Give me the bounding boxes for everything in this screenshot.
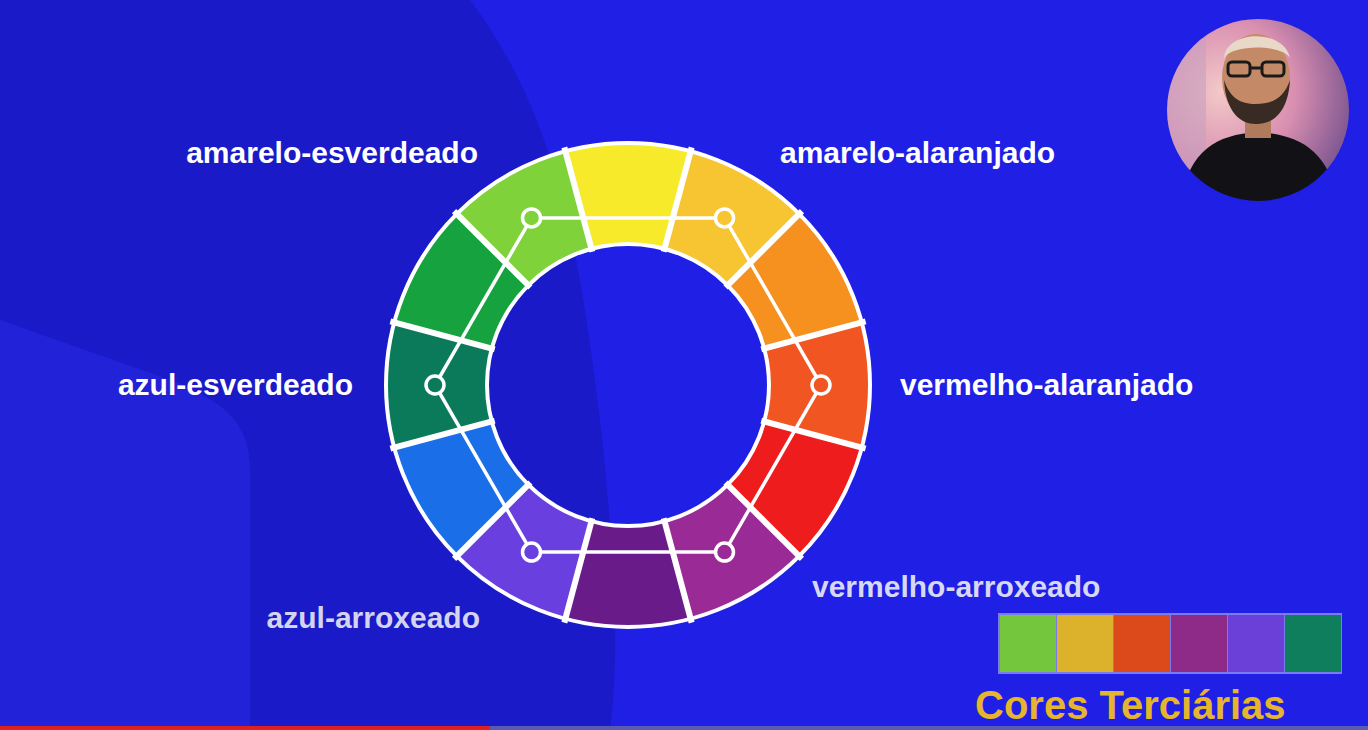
color-label: vermelho-arroxeado [812,569,1100,605]
wheel-border [390,321,494,349]
swatch [1000,615,1056,672]
tertiary-dots [426,209,830,561]
color-label: vermelho-alaranjado [900,367,1193,403]
tertiary-dot [426,376,444,394]
wheel-border [664,518,692,622]
wheel-segment [393,150,862,619]
tertiary-hexagon [435,218,821,552]
tertiary-dot [716,209,734,227]
slide-title: Cores Terciárias [975,683,1286,727]
tertiary-dot [812,376,830,394]
wheel-border [386,143,870,627]
wheel-segment [393,150,862,619]
wheel-segment [393,150,862,619]
wheel-border [761,421,865,449]
wheel-borders [386,143,870,627]
swatch [1228,615,1284,672]
wheel-border [454,483,530,559]
swatch [1171,615,1227,672]
swatch [1114,615,1170,672]
background-shape [0,0,615,730]
wheel-border [761,321,865,349]
wheel-border [726,483,802,559]
tertiary-dot [523,543,541,561]
webcam-frame [1166,18,1350,202]
wheel-segment [393,150,862,619]
wheel-border [454,211,530,287]
wheel-border [726,211,802,287]
wheel-border [564,518,592,622]
progress-bar [0,726,490,730]
color-label: azul-esverdeado [118,367,353,403]
swatch [1285,615,1341,672]
swatch [1057,615,1113,672]
color-label: amarelo-alaranjado [780,135,1055,171]
tertiary-dot [523,209,541,227]
wheel-border [390,421,494,449]
wheel-segment [393,150,862,619]
color-label: amarelo-esverdeado [186,135,478,171]
swatch-strip [998,613,1342,674]
wheel-border [564,147,592,251]
color-label: azul-arroxeado [267,600,480,636]
tertiary-dot [716,543,734,561]
wheel-segment [393,150,862,619]
wheel-segment [393,150,862,619]
webcam [1166,18,1350,202]
wheel-segment [393,150,862,619]
wheel-border [664,147,692,251]
